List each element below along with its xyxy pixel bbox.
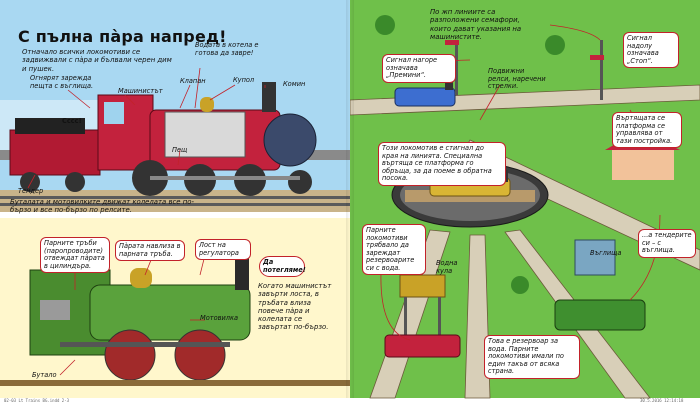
label-dome: Купол [233,76,255,84]
speech-lets-go: Да потегляме! [259,256,306,278]
label-tender-coal: ...а тендерите си – с въглища. [638,229,696,258]
label-turntable: Този локомотив е стигнал до края на лини… [378,142,506,186]
label-points: Подвижни релси, наречени стрелки. [488,67,546,91]
label-boiler-water: Водата в котела е готова да завре! [195,41,259,57]
red-steam-engine [97,82,317,196]
label-water-need: Парните локомотиви трябвало да зареждат … [362,224,426,276]
spine [346,0,354,398]
label-connecting-rod: Мотовилка [200,314,239,322]
label-tender: Тендер [18,187,44,195]
label-signal-up: Сигнал нагоре означава „Премини“. [382,54,456,83]
label-regulator: Клапан [180,77,206,85]
intro-text: Отначало всички локомотиви се задвижвали… [22,48,172,73]
green-steam-engine [0,255,350,386]
wheels-caption: Буталата и мотовилките движат колелата в… [10,198,194,215]
label-signal-down: Сигнал надолу означава „Стоп“. [623,32,679,69]
page-title: С пълна пàра напред! [18,27,227,46]
label-driver: Машинистът [118,87,163,95]
label-piston: Бутало [32,371,57,379]
speech-sss: Сссс! [62,117,82,125]
signals-intro: По жп линиите са разположени семафори, к… [430,8,522,41]
label-steam-pipes: Парните тръби (паропроводите) отвеждат п… [40,237,110,274]
label-firebox: Пещ [172,146,188,154]
label-steam-enters: Пàрата навлиза в парната тръба. [115,240,185,262]
footer-right: 30.5.2016 12:14:18 [640,398,684,403]
label-chimney: Комин [283,80,306,88]
label-regulator-lever: Лост на регулатора [195,239,251,261]
label-driver-lever: Когато машинистът завърти лоста, в тръба… [258,282,332,332]
label-coal-crane: Въглища [590,249,622,257]
label-turntable-note: Въртящата се платформа се управлява от т… [612,112,682,149]
label-stoker: Огнярят зарежда пещта с въглища. [30,74,94,90]
tender-illustration [9,118,101,192]
footer-left: 02-03 Lt Trains BG.indd 2-3 [4,398,70,403]
label-reservoir: Това е резервоар за вода. Парните локомо… [484,335,580,379]
label-water-tower: Водна кула [436,259,458,275]
